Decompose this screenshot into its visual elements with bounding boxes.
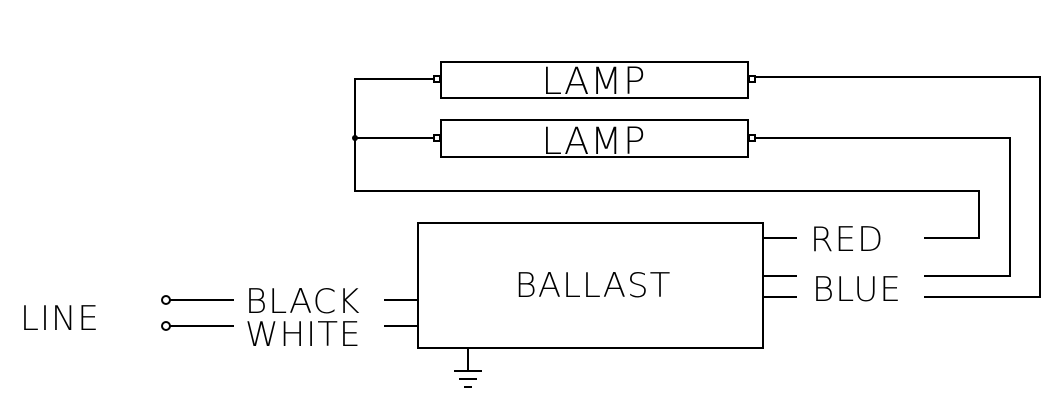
lamp-2-right-pin xyxy=(748,134,756,142)
lamp-2: LAMP xyxy=(433,119,756,163)
line-terminal-white xyxy=(161,321,171,331)
ballast: BALLAST xyxy=(417,222,764,388)
input-leads: LINE BLACK WHITE xyxy=(20,282,418,355)
lamp-1-label: LAMP xyxy=(541,60,646,103)
junction-dot xyxy=(352,135,358,141)
ballast-box xyxy=(417,222,764,349)
output-leads: RED BLUE xyxy=(763,220,902,310)
lamp-2-left-pin xyxy=(433,134,441,142)
black-lead-label: BLACK xyxy=(245,282,361,322)
line-terminal-black xyxy=(161,295,171,305)
lamp-1-right-wire xyxy=(755,76,1041,298)
white-lead-label: WHITE xyxy=(245,315,361,355)
lamp-wiring xyxy=(352,76,1041,298)
ground-icon xyxy=(454,348,482,388)
lamp-2-label: LAMP xyxy=(541,120,646,163)
red-lead-label: RED xyxy=(810,220,884,260)
line-label: LINE xyxy=(20,299,100,339)
lamp-1: LAMP xyxy=(433,60,756,103)
lamp-2-right-wire xyxy=(755,137,1011,277)
blue-lead-label: BLUE xyxy=(812,270,902,310)
lamp-2-tube xyxy=(440,119,749,158)
lamp-1-right-pin xyxy=(748,75,756,83)
lamp-left-common-wire xyxy=(354,78,980,239)
ballast-label: BALLAST xyxy=(515,266,672,306)
lamp-1-left-pin xyxy=(433,75,441,83)
